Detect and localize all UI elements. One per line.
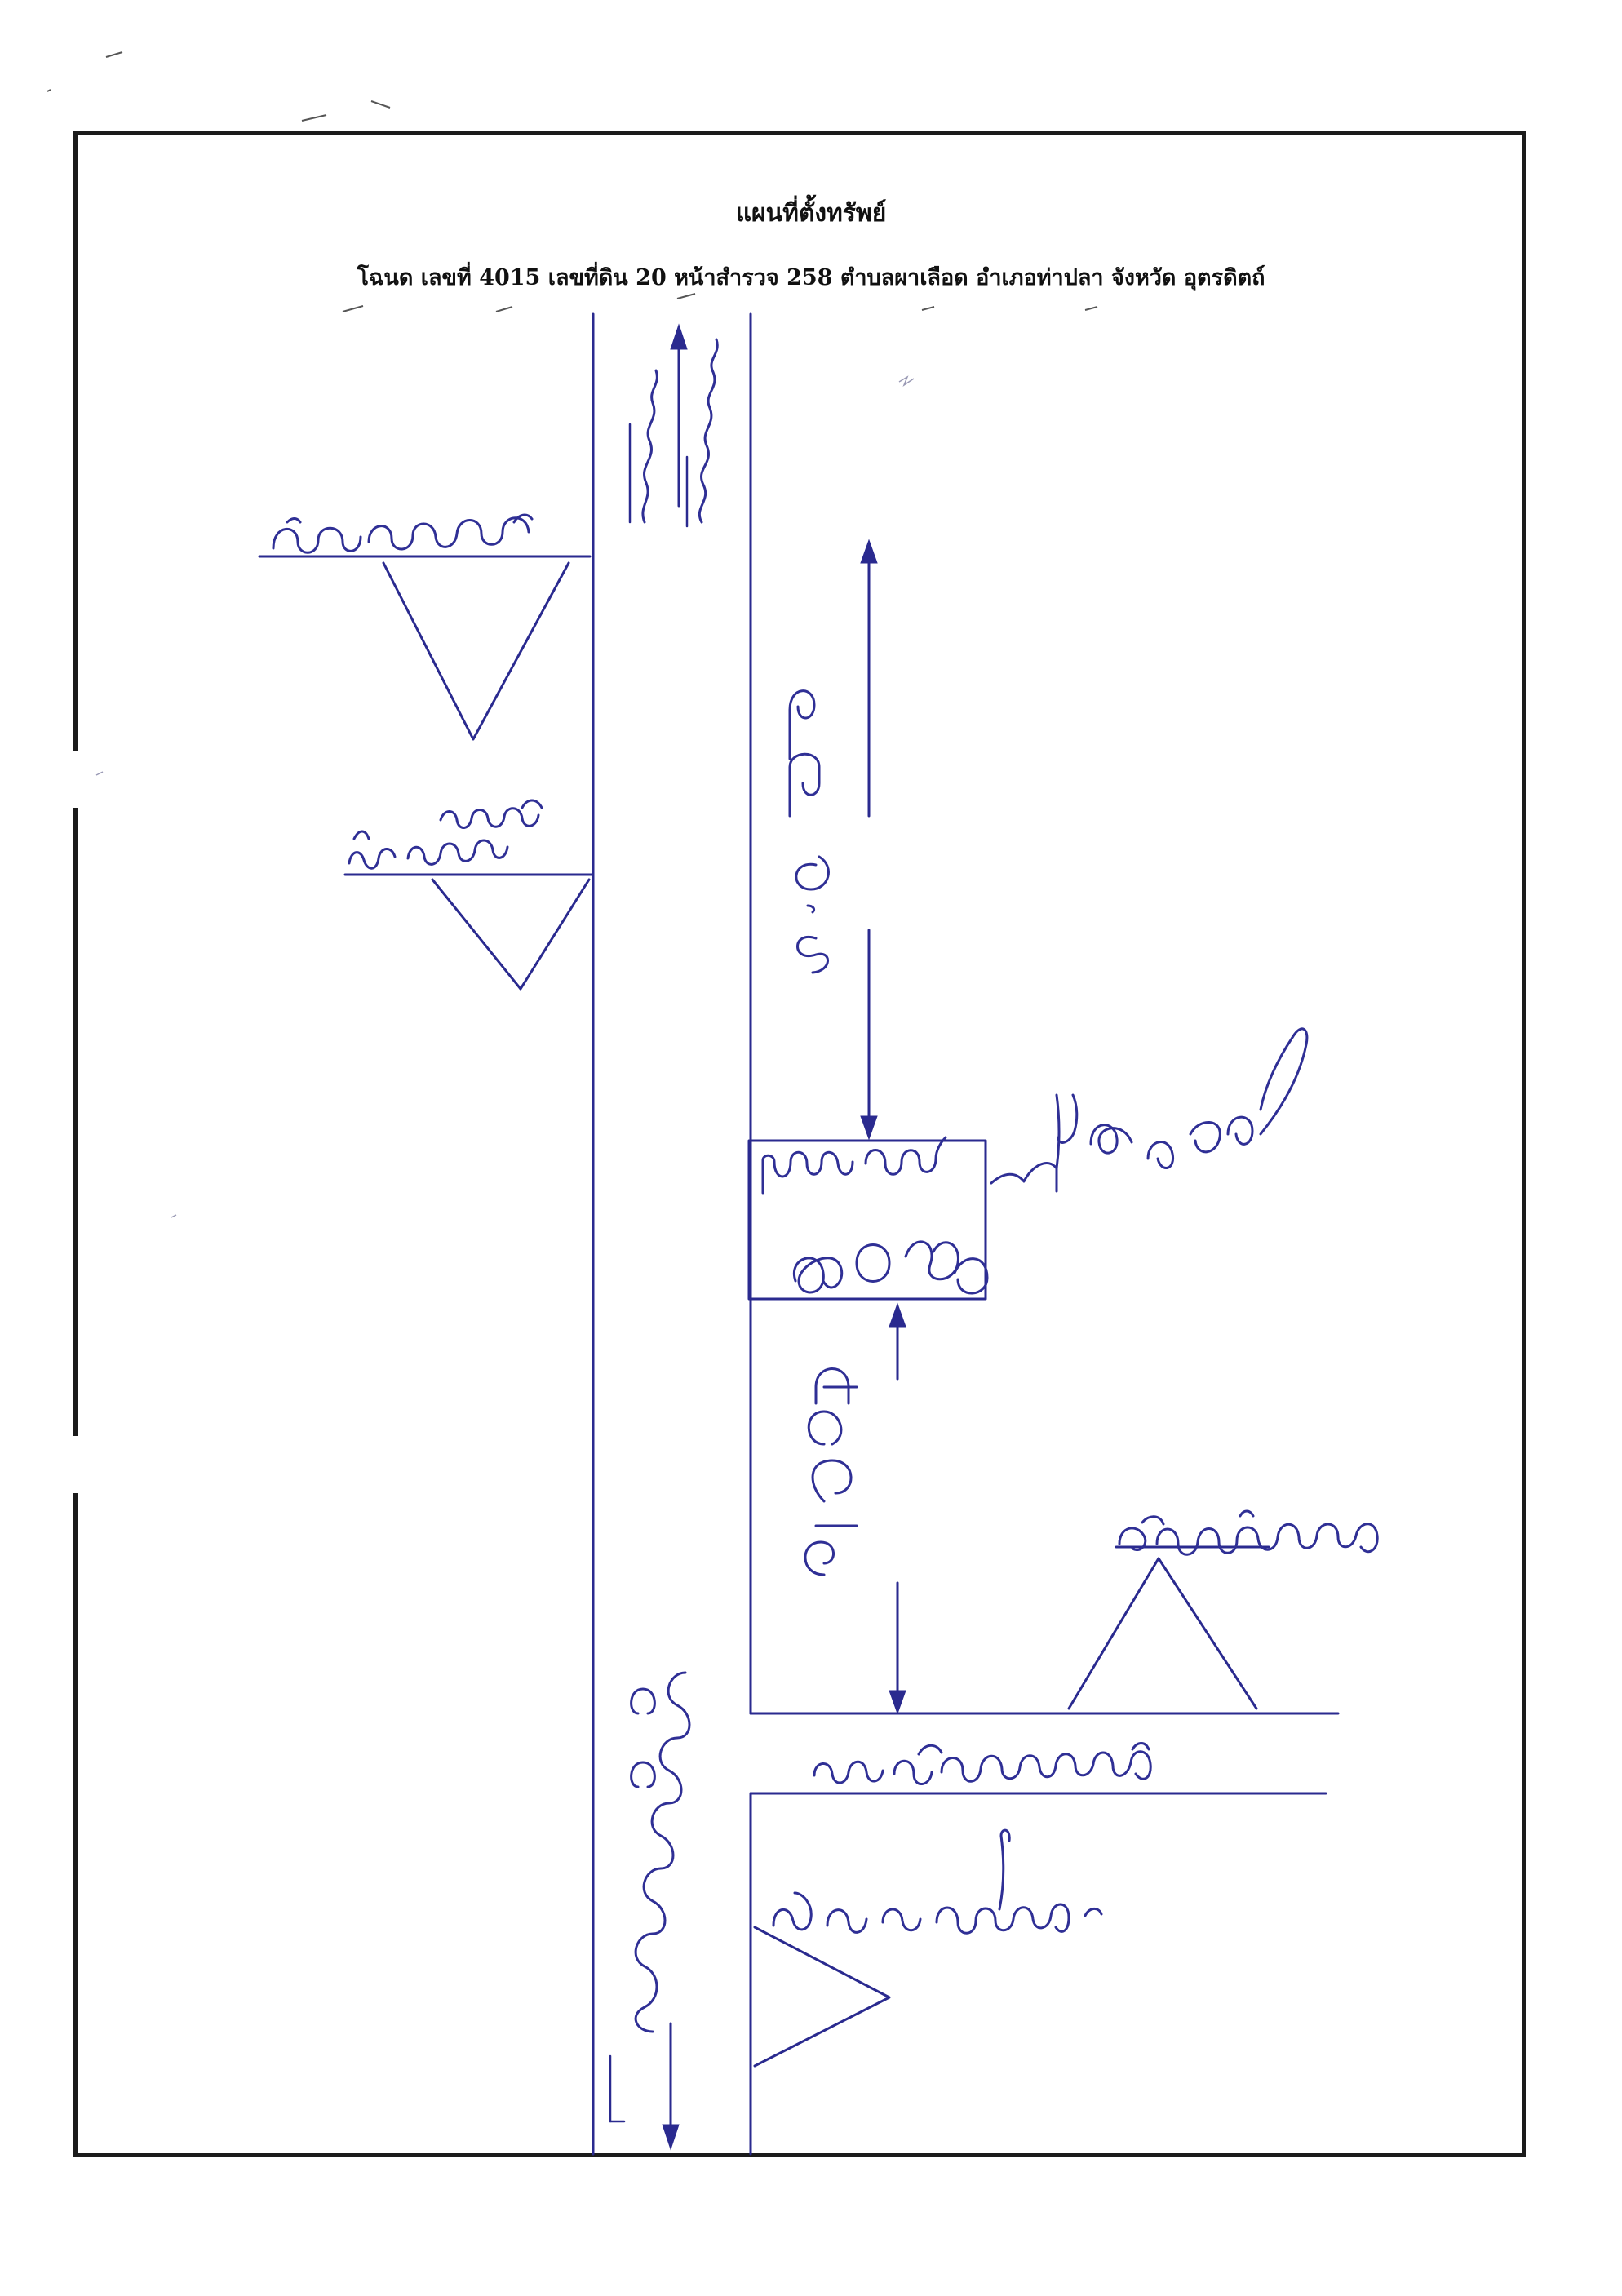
parcel-label bbox=[761, 1136, 989, 1295]
lower-distance-label bbox=[804, 1367, 858, 1576]
frame-gap-lower bbox=[70, 1436, 82, 1493]
landmark-triangle-top-left bbox=[258, 555, 592, 741]
side-road-label bbox=[813, 1742, 1152, 1785]
bottom-road-direction-label bbox=[609, 1671, 691, 2123]
map-frame bbox=[73, 131, 1526, 2157]
temple-triangle bbox=[1067, 1545, 1270, 1710]
upper-distance-label bbox=[788, 689, 830, 974]
main-road bbox=[592, 312, 752, 2156]
north-direction-arrow bbox=[670, 323, 688, 508]
landmark-triangle-mid-left bbox=[343, 873, 593, 991]
stray-marks bbox=[95, 375, 915, 1218]
shop-triangle bbox=[753, 1926, 891, 2068]
lower-distance-arrow bbox=[889, 1302, 906, 1715]
parcel-box bbox=[747, 1139, 987, 1301]
side-road bbox=[749, 1712, 1340, 1795]
header-tick-marks bbox=[47, 51, 1098, 312]
map-subtitle: โฉนด เลขที่ 4015 เลขที่ดิน 20 หน้าสำรวจ … bbox=[357, 265, 1265, 290]
upper-distance-arrow bbox=[860, 539, 878, 1141]
top-left-landmark-label bbox=[272, 513, 534, 554]
frame-gap-upper bbox=[70, 751, 82, 808]
property-label bbox=[990, 1027, 1309, 1193]
temple-label bbox=[1118, 1509, 1379, 1556]
top-road-direction-label bbox=[628, 338, 719, 528]
south-direction-arrow bbox=[662, 2022, 680, 2151]
mid-left-landmark-label bbox=[348, 799, 543, 870]
shop-label bbox=[772, 1828, 1103, 1935]
map-title: แผนที่ตั้งทรัพย์ bbox=[735, 199, 887, 228]
